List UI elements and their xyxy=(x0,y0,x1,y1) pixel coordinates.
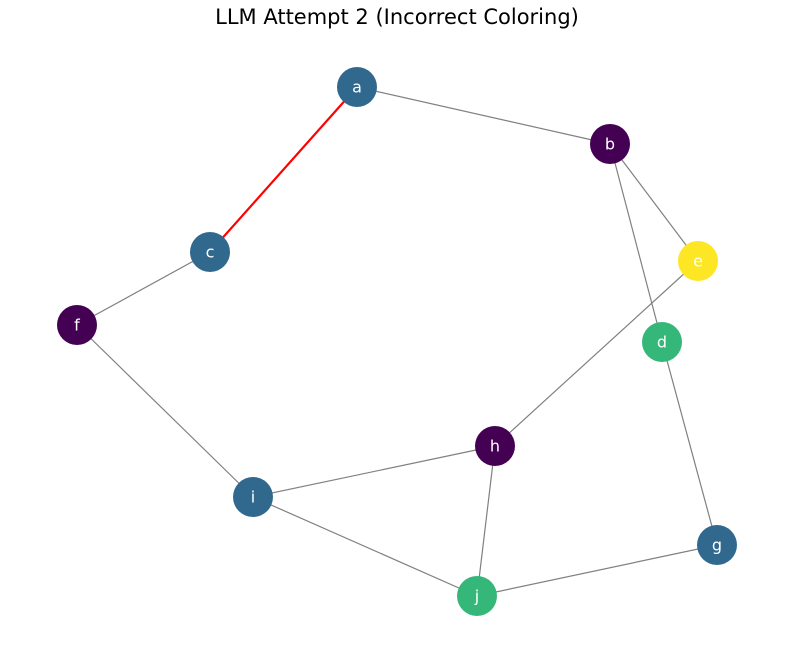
node-label-h: h xyxy=(490,437,500,456)
node-label-d: d xyxy=(657,333,667,352)
node-circle-j xyxy=(457,576,497,616)
node-d: d xyxy=(642,322,682,362)
node-f: f xyxy=(57,305,97,345)
node-label-b: b xyxy=(605,135,615,154)
edge-h-j xyxy=(476,445,496,597)
edge-f-i xyxy=(76,324,254,498)
edge-i-j xyxy=(252,496,478,597)
edge-i-h xyxy=(252,445,496,498)
node-g: g xyxy=(697,525,737,565)
edge-e-h xyxy=(494,260,699,447)
node-label-f: f xyxy=(74,316,80,335)
edge-a-b xyxy=(356,86,611,145)
node-a: a xyxy=(337,67,377,107)
node-label-j: j xyxy=(474,587,479,606)
node-circle-a xyxy=(337,67,377,107)
node-label-g: g xyxy=(712,536,722,555)
node-circle-i xyxy=(233,477,273,517)
node-b: b xyxy=(590,124,630,164)
node-c: c xyxy=(190,232,230,272)
node-circle-b xyxy=(590,124,630,164)
node-i: i xyxy=(233,477,273,517)
node-j: j xyxy=(457,576,497,616)
edge-c-f xyxy=(76,251,211,326)
graph-title: LLM Attempt 2 (Incorrect Coloring) xyxy=(215,5,579,29)
node-label-e: e xyxy=(693,252,703,271)
node-circle-g xyxy=(697,525,737,565)
edge-b-e xyxy=(609,143,699,262)
node-e: e xyxy=(678,241,718,281)
node-label-i: i xyxy=(251,488,255,507)
node-circle-c xyxy=(190,232,230,272)
edge-j-g xyxy=(476,544,718,597)
edges-layer xyxy=(76,86,718,597)
node-circle-f xyxy=(57,305,97,345)
node-label-a: a xyxy=(352,78,362,97)
node-circle-e xyxy=(678,241,718,281)
node-circle-h xyxy=(475,426,515,466)
node-label-c: c xyxy=(206,243,215,262)
edge-b-d xyxy=(609,143,663,343)
edge-a-c xyxy=(209,86,358,253)
edge-d-g xyxy=(661,341,718,546)
node-h: h xyxy=(475,426,515,466)
node-circle-d xyxy=(642,322,682,362)
nodes-layer: a b c d e f g h i j xyxy=(57,67,737,616)
